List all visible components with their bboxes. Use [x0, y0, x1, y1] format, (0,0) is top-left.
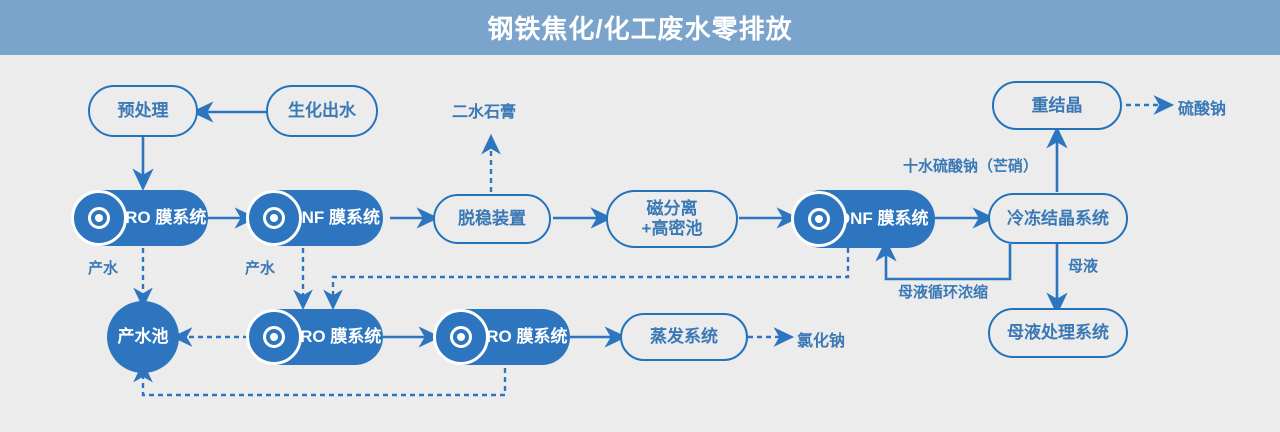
node-water-pool-label: 产水池 [117, 327, 169, 347]
node-bio-effluent[interactable]: 生化出水 [266, 85, 378, 137]
node-recrystal-label: 重结晶 [1031, 95, 1083, 115]
node-pretreat[interactable]: 预处理 [88, 85, 198, 137]
edge-dtro-to-pool [133, 361, 507, 397]
node-cdro-2[interactable]: CDRO 膜系统 [246, 309, 383, 365]
node-recrystal[interactable]: 重结晶 [992, 81, 1122, 130]
edge-label-mirabilite: 十水硫酸钠（芒硝） [903, 158, 1039, 175]
membrane-icon [71, 190, 127, 246]
node-evaporation-label: 蒸发系统 [650, 327, 718, 347]
node-freeze-crystal-label: 冷冻结晶系统 [1007, 208, 1109, 228]
membrane-icon [246, 190, 302, 246]
edge-cdnf2-recycle-to-cdro2 [323, 248, 850, 311]
node-bio-effluent-label: 生化出水 [288, 101, 356, 121]
membrane-icon [246, 309, 302, 365]
node-pretreat-label: 预处理 [117, 101, 169, 121]
node-evaporation[interactable]: 蒸发系统 [620, 313, 748, 361]
node-destabilize-label: 脱稳装置 [458, 209, 526, 229]
edge-liquor-recycle [875, 239, 1012, 281]
node-sodium-chloride: 氯化钠 [797, 333, 846, 350]
membrane-icon [791, 191, 847, 247]
edge-label-produced-water-1: 产水 [88, 260, 119, 277]
node-sodium-sulfate: 硫酸钠 [1178, 101, 1227, 118]
node-magsep-label: 磁分离 +高密池 [641, 199, 703, 238]
node-dtro[interactable]: DTRO 膜系统 [433, 309, 570, 365]
node-cdnf-1[interactable]: CDNF 膜系统 [246, 190, 383, 246]
node-cdro-1[interactable]: CDRO 膜系统 [71, 190, 208, 246]
edge-label-mother-liquor: 母液 [1068, 258, 1099, 275]
page-title: 钢铁焦化/化工废水零排放 [487, 14, 793, 44]
node-freeze-crystal[interactable]: 冷冻结晶系统 [988, 193, 1128, 244]
node-magsep[interactable]: 磁分离 +高密池 [606, 190, 738, 248]
node-water-pool[interactable]: 产水池 [107, 301, 179, 373]
node-gypsum: 二水石膏 [452, 104, 517, 121]
node-liquor-treat-label: 母液处理系统 [1007, 323, 1109, 343]
node-cdnf-2[interactable]: CDNF 膜系统 [791, 190, 935, 248]
edge-label-liquor-recycle: 母液循环浓缩 [898, 284, 989, 301]
membrane-icon [433, 309, 489, 365]
edge-label-produced-water-2: 产水 [245, 260, 276, 277]
node-liquor-treat[interactable]: 母液处理系统 [988, 308, 1128, 358]
page-header: 钢铁焦化/化工废水零排放 [0, 0, 1280, 55]
node-destabilize[interactable]: 脱稳装置 [433, 194, 551, 244]
